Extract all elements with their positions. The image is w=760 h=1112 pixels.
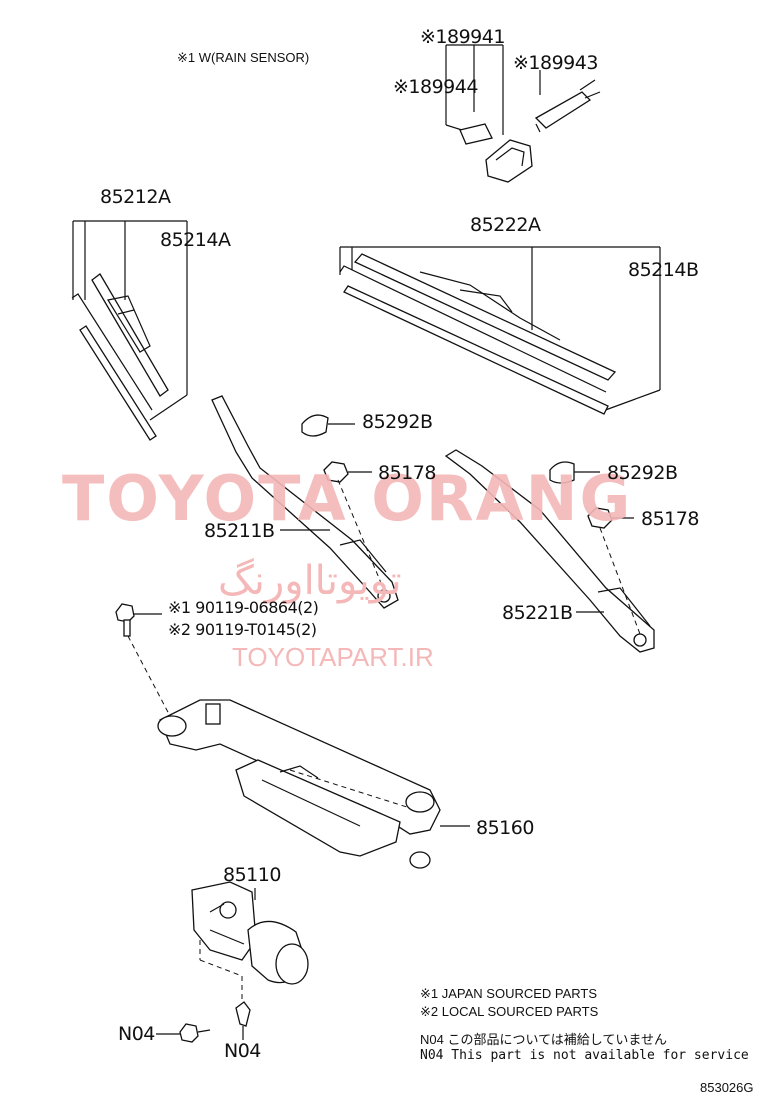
label-85214B: 85214B [628, 259, 699, 281]
label-85292B-right: 85292B [607, 462, 678, 484]
label-85178-right: 85178 [641, 508, 699, 530]
label-85214A: 85214A [160, 229, 231, 251]
rain-sensor-harness [534, 79, 601, 133]
left-wiper-blade [91, 273, 169, 397]
label-bolt-japan: ※1 90119-06864(2) [168, 598, 319, 617]
right-blade-rubber [339, 265, 609, 415]
left-blade-leaders [72, 220, 188, 421]
label-89944: ※189944 [393, 76, 478, 98]
rain-sensor-pad [459, 123, 493, 145]
right-blade-leaders [339, 246, 661, 413]
label-89943: ※189943 [513, 52, 598, 74]
nut-85178-right [587, 507, 634, 529]
label-85212A: 85212A [100, 186, 171, 208]
label-85178-left: 85178 [378, 462, 436, 484]
label-n04-clip: N04 [224, 1040, 261, 1062]
bolt [115, 603, 162, 637]
right-arm-dash [599, 527, 641, 635]
left-arm-dash [337, 479, 385, 591]
wiper-motor [191, 881, 309, 985]
legend-local-sourced: ※2 LOCAL SOURCED PARTS [420, 1004, 599, 1019]
rain-sensor-leaders [445, 44, 541, 135]
right-wiper-arm [444, 449, 655, 653]
legend-japan-sourced: ※1 JAPAN SOURCED PARTS [420, 986, 598, 1001]
label-85160: 85160 [476, 817, 534, 839]
watermark-url: TOYOTAPART.IR [232, 642, 434, 672]
label-89941: ※189941 [420, 26, 505, 48]
nut-85178-left [323, 461, 372, 483]
bolt-dash [127, 635, 171, 717]
left-blade-rubber [71, 293, 157, 441]
legend-n04-english: N04 This part is not available for servi… [420, 1048, 749, 1063]
wiper-linkage [157, 699, 470, 869]
rain-sensor-note: ※1 W(RAIN SENSOR) [177, 50, 310, 65]
n04-clip [235, 1001, 251, 1040]
label-85211B: 85211B [204, 520, 275, 542]
cap-85292B-right [549, 461, 600, 484]
label-85110: 85110 [223, 864, 281, 886]
right-wiper-blade [353, 253, 617, 381]
label-85221B: 85221B [502, 602, 573, 624]
watermark-brand: TOYOTA ORANG [62, 462, 633, 535]
label-85292B-left: 85292B [362, 411, 433, 433]
label-85222A: 85222A [470, 214, 541, 236]
n04-bolt [156, 1023, 211, 1043]
linkage-dash [289, 769, 411, 809]
label-bolt-local: ※2 90119-T0145(2) [168, 620, 317, 639]
cap-85292B-left [301, 414, 355, 437]
rain-sensor-unit [485, 139, 533, 183]
drawing-code: 853026G [700, 1080, 754, 1095]
watermark-farsi: تویوتااورنگ [218, 558, 402, 604]
label-n04-bolt: N04 [118, 1023, 155, 1045]
legend-n04-japanese: N04 この部品については補給していません [420, 1032, 668, 1047]
